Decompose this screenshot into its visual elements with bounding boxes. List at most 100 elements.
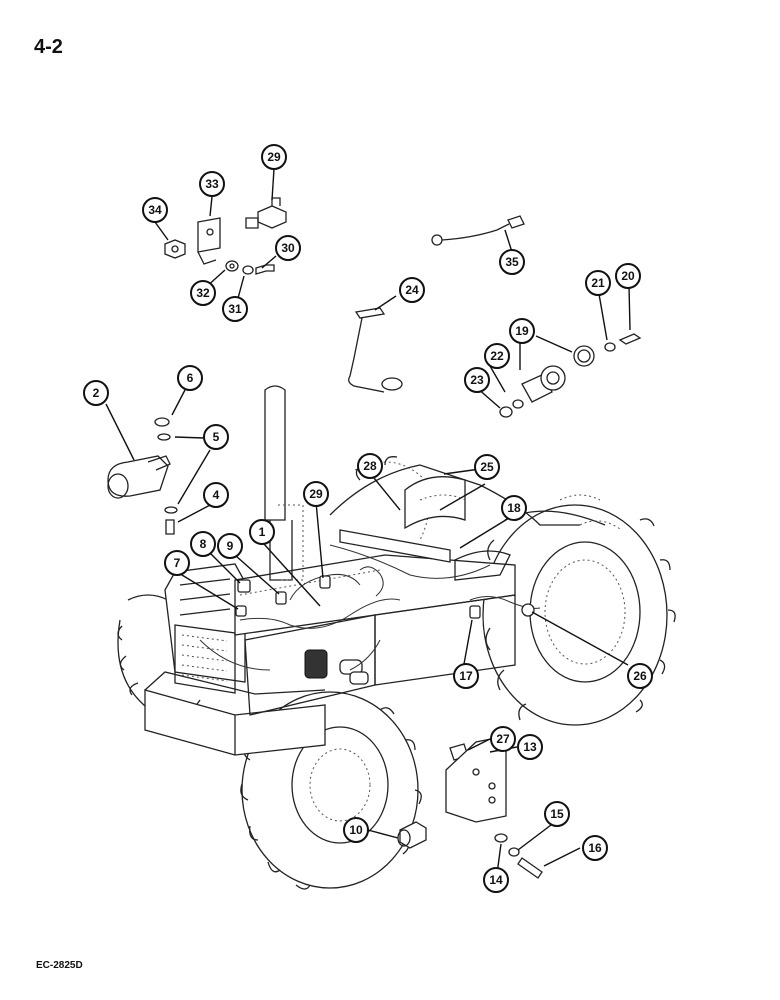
- callout-18: 18: [501, 495, 527, 521]
- callout-4: 4: [203, 482, 229, 508]
- svg-text:17: 17: [459, 669, 473, 683]
- svg-text:29: 29: [267, 150, 281, 164]
- svg-text:35: 35: [505, 255, 519, 269]
- tractor-illustration: [117, 385, 676, 890]
- callout-2: 2: [83, 380, 109, 406]
- part-bracket-13: [445, 735, 507, 823]
- svg-text:16: 16: [588, 841, 602, 855]
- svg-text:31: 31: [228, 302, 242, 316]
- svg-text:22: 22: [490, 349, 504, 363]
- svg-text:32: 32: [196, 286, 210, 300]
- callout-10: 10: [343, 817, 369, 843]
- svg-text:8: 8: [200, 537, 207, 551]
- svg-text:9: 9: [227, 539, 234, 553]
- part-washer-32: [225, 260, 239, 272]
- page-number: 4-2: [34, 36, 63, 58]
- svg-text:28: 28: [363, 459, 377, 473]
- callout-17: 17: [453, 663, 479, 689]
- svg-text:24: 24: [405, 283, 419, 297]
- svg-text:1: 1: [259, 525, 266, 539]
- svg-text:21: 21: [591, 276, 605, 290]
- svg-text:14: 14: [489, 873, 503, 887]
- svg-text:30: 30: [281, 241, 295, 255]
- part-sender-29-body: [319, 575, 331, 589]
- callout-24: 24: [399, 277, 425, 303]
- svg-text:13: 13: [523, 740, 537, 754]
- svg-text:29: 29: [309, 487, 323, 501]
- part-sender-29-top: [245, 197, 287, 229]
- document-code: EC-2825D: [36, 960, 83, 971]
- svg-text:7: 7: [174, 556, 181, 570]
- svg-text:33: 33: [205, 177, 219, 191]
- callouts: 1 2 4 5 6 7 8 9 10 13 14 15 16 17 18 19 …: [83, 144, 653, 893]
- hood-body: [234, 554, 516, 716]
- svg-text:4: 4: [213, 488, 220, 502]
- callout-35: 35: [499, 249, 525, 275]
- part-washer-5: [157, 433, 178, 514]
- part-washer-14: [494, 833, 508, 843]
- part-plug-26: [521, 603, 535, 617]
- callout-16: 16: [582, 835, 608, 861]
- callout-26: 26: [627, 663, 653, 689]
- callout-32: 32: [190, 280, 216, 306]
- part-washer-31: [242, 265, 254, 275]
- svg-text:27: 27: [496, 732, 510, 746]
- hood-front: [164, 563, 246, 694]
- callout-7: 7: [164, 550, 190, 576]
- part-washer-22: [512, 399, 524, 409]
- callout-23: 23: [464, 367, 490, 393]
- callout-33: 33: [199, 171, 225, 197]
- part-washer-15: [508, 847, 520, 857]
- part-bolt-16: [517, 857, 543, 879]
- callout-13: 13: [517, 734, 543, 760]
- part-cable-35: [431, 215, 525, 246]
- callout-14: 14: [483, 867, 509, 893]
- exploded-parts: [107, 197, 642, 879]
- part-fuel-sender-24: [348, 307, 403, 393]
- svg-text:5: 5: [213, 430, 220, 444]
- svg-text:15: 15: [550, 807, 564, 821]
- engine-components: [304, 649, 369, 685]
- callout-8: 8: [190, 531, 216, 557]
- part-switch-7: [235, 605, 247, 617]
- part-horn-2: [107, 455, 171, 499]
- callout-28: 28: [357, 453, 383, 479]
- callout-29-top: 29: [261, 144, 287, 170]
- part-screw-4: [165, 519, 175, 535]
- callout-31: 31: [222, 296, 248, 322]
- callout-9: 9: [217, 533, 243, 559]
- leader-lines: [105, 168, 631, 875]
- part-nut-34: [164, 239, 186, 259]
- part-switch-17: [469, 605, 481, 619]
- callout-19: 19: [509, 318, 535, 344]
- front-weights: [144, 671, 326, 756]
- callout-22: 22: [484, 343, 510, 369]
- svg-text:26: 26: [633, 669, 647, 683]
- wiring-harness: [199, 544, 541, 671]
- callout-6: 6: [177, 365, 203, 391]
- callout-1: 1: [249, 519, 275, 545]
- callout-30: 30: [275, 235, 301, 261]
- part-socket-19: [521, 345, 595, 403]
- fenders-seat: [329, 464, 621, 581]
- svg-text:18: 18: [507, 501, 521, 515]
- callout-5: 5: [203, 424, 229, 450]
- part-nut-23: [499, 406, 513, 418]
- callout-34: 34: [142, 197, 168, 223]
- svg-text:25: 25: [480, 460, 494, 474]
- part-nut-6: [154, 417, 170, 427]
- callout-21: 21: [585, 270, 611, 296]
- svg-text:10: 10: [349, 823, 363, 837]
- callout-27: 27: [490, 726, 516, 752]
- svg-text:6: 6: [187, 371, 194, 385]
- callout-20: 20: [615, 263, 641, 289]
- callout-15: 15: [544, 801, 570, 827]
- part-switch-8: [237, 579, 251, 593]
- rear-right-wheel: [482, 504, 676, 726]
- part-screw-20: [618, 333, 642, 345]
- svg-text:19: 19: [515, 324, 529, 338]
- part-washer-21: [604, 342, 616, 352]
- part-bracket-33: [197, 217, 221, 265]
- callout-25: 25: [474, 454, 500, 480]
